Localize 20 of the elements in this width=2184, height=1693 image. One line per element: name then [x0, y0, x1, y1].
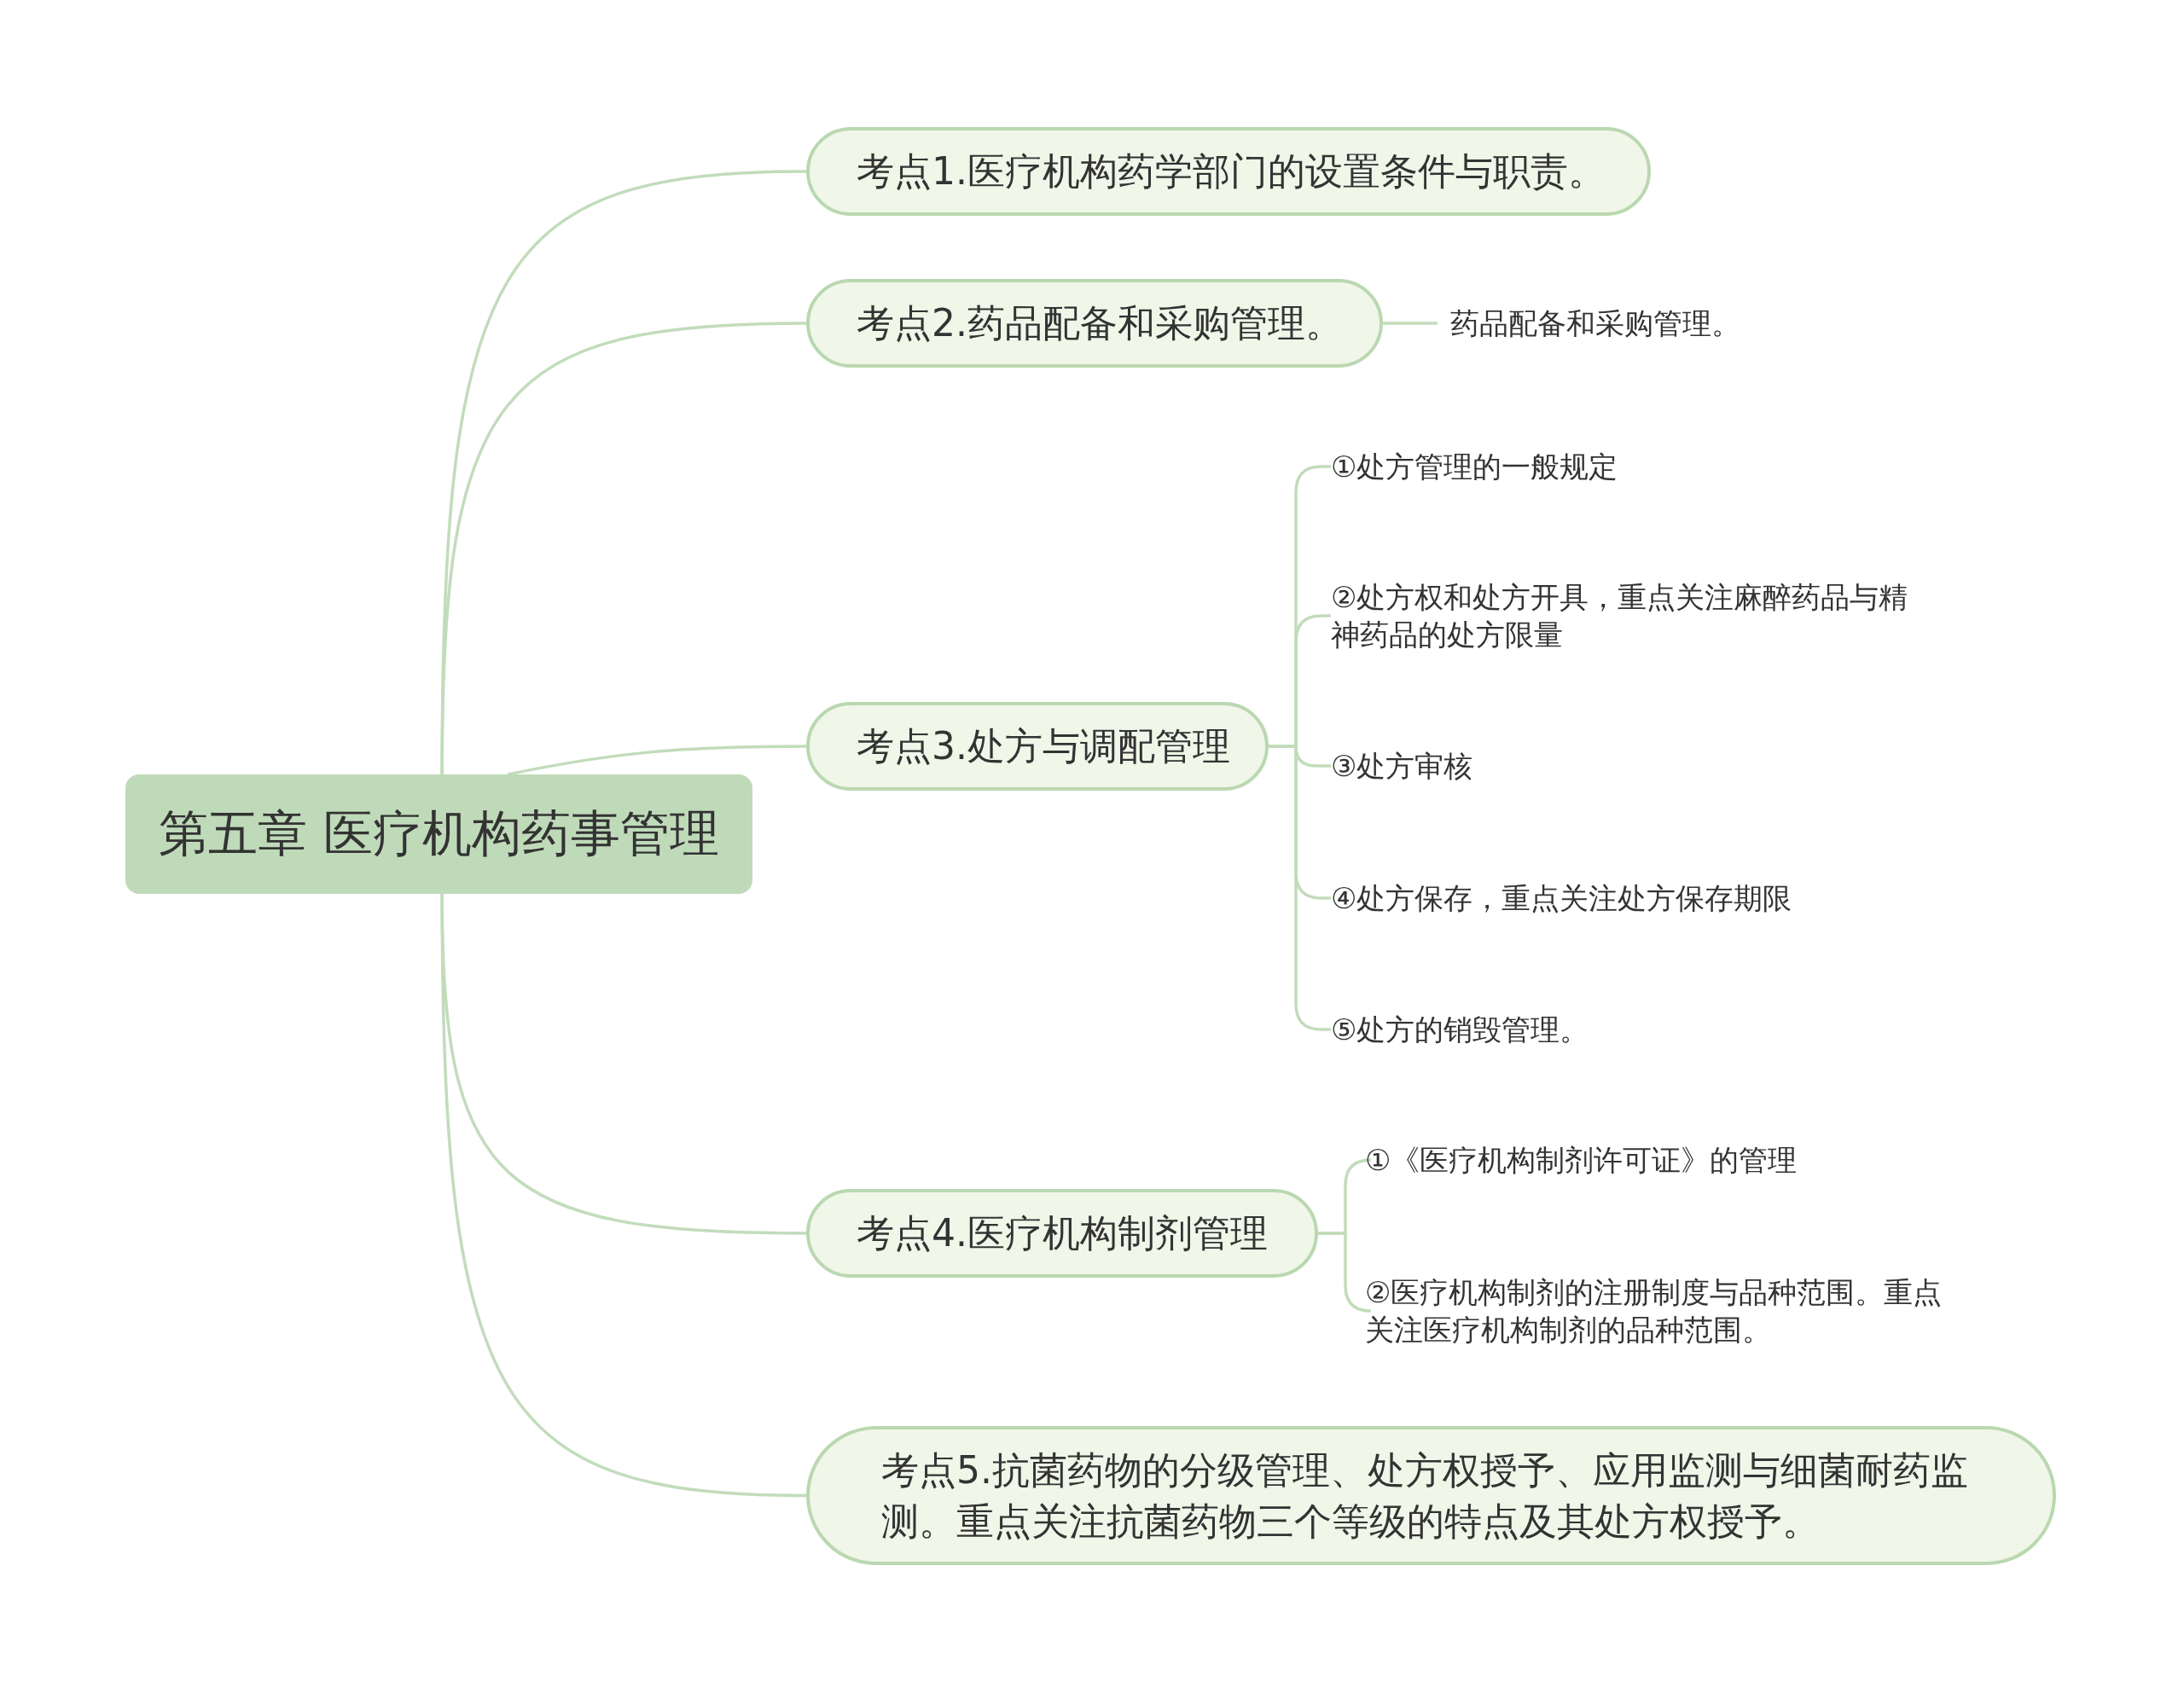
topic-text: 考点4.医疗机构制剂管理: [857, 1210, 1268, 1257]
subtopic-text: ①处方管理的一般规定: [1331, 447, 1618, 486]
connector-line: [1383, 322, 1438, 325]
connector-line: [508, 745, 806, 776]
topic-text: 考点2.药品配备和采购管理。: [857, 300, 1343, 347]
connector-line: [440, 322, 807, 775]
subtopic-text: ⑤处方的销毁管理。: [1331, 1010, 1589, 1049]
subtopic-text: 药品配备和采购管理。: [1450, 304, 1740, 343]
topic-text: 考点3.处方与调配管理: [857, 723, 1230, 770]
subtopic-text: ③处方审核: [1331, 746, 1473, 786]
subtopic-text: ②医疗机构制剂的注册制度与品种范围。重点关注医疗机构制剂的品种范围。: [1365, 1273, 1962, 1349]
subtopic-text: ①《医疗机构制剂许可证》的管理: [1365, 1140, 1798, 1180]
connector-line: [440, 894, 807, 1498]
central-topic: [125, 774, 752, 894]
subtopic-text: ②处方权和处方开具，重点关注麻醉药品与精神药品的处方限量: [1331, 577, 1928, 654]
topic-text: 考点5.抗菌药物的分级管理、处方权授予、应用监测与细菌耐药监测。重点关注抗菌药物三个等级的特点及其处方权授予。: [881, 1447, 1969, 1545]
connector-line: [1318, 1232, 1373, 1313]
topic-text: 第五章 医疗机构药事管理: [159, 804, 719, 864]
topic-text: 考点1.医疗机构药学部门的设置条件与职责。: [857, 148, 1606, 195]
subtopic-text: ④处方保存，重点关注处方保存期限: [1331, 878, 1792, 918]
